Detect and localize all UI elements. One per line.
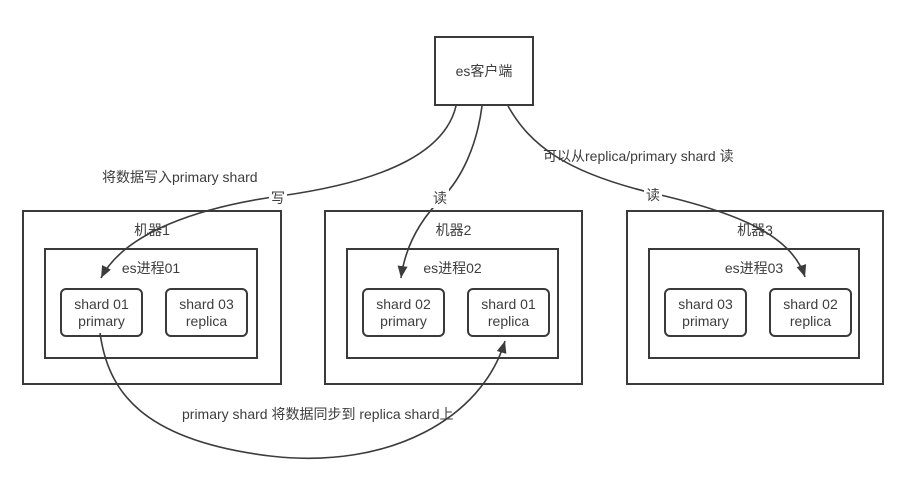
- machine-3-label: 机器3: [737, 222, 773, 238]
- shard-role: replica: [789, 312, 832, 329]
- shard-02-primary-box: shard 02 primary: [362, 288, 445, 337]
- shard-name: shard 01: [481, 295, 536, 312]
- shard-03-primary-box: shard 03 primary: [664, 288, 747, 337]
- shard-role: replica: [487, 312, 530, 329]
- machine-1-box: 机器1 es进程01 shard 01 primary shard 03 rep…: [22, 210, 282, 385]
- write-edge-label: 写: [269, 188, 287, 208]
- shard-02-replica-box: shard 02 replica: [769, 288, 852, 337]
- shard-role: primary: [78, 312, 125, 329]
- write-note: 将数据写入primary shard: [102, 169, 258, 185]
- machine-3-box: 机器3 es进程03 shard 03 primary shard 02 rep…: [626, 210, 884, 385]
- shard-01-primary-box: shard 01 primary: [60, 288, 143, 337]
- sync-note: primary shard 将数据同步到 replica shard上: [182, 406, 454, 422]
- machine-2-label: 机器2: [435, 222, 472, 238]
- shard-01-replica-box: shard 01 replica: [467, 288, 550, 337]
- shard-role: replica: [185, 312, 228, 329]
- shard-role: primary: [380, 312, 427, 329]
- es-client-label: es客户端: [455, 63, 513, 79]
- es-process-1-label: es进程01: [121, 260, 181, 276]
- es-process-2-label: es进程02: [423, 260, 482, 276]
- es-process-3-box: es进程03 shard 03 primary shard 02 replica: [648, 248, 860, 359]
- read-note: 可以从replica/primary shard 读: [543, 148, 734, 164]
- machine-1-label: 机器1: [134, 222, 170, 238]
- shard-name: shard 02: [376, 295, 431, 312]
- read-edge-label-1: 读: [431, 188, 449, 208]
- es-process-2-box: es进程02 shard 02 primary shard 01 replica: [346, 248, 559, 359]
- shard-role: primary: [682, 312, 729, 329]
- es-process-1-box: es进程01 shard 01 primary shard 03 replica: [44, 248, 258, 359]
- read-edge-label-2: 读: [644, 185, 662, 205]
- shard-03-replica-box: shard 03 replica: [165, 288, 248, 337]
- shard-name: shard 03: [678, 295, 733, 312]
- shard-name: shard 03: [179, 295, 234, 312]
- es-process-3-label: es进程03: [724, 260, 784, 276]
- es-client-node: es客户端: [434, 36, 534, 106]
- shard-name: shard 01: [74, 295, 129, 312]
- machine-2-box: 机器2 es进程02 shard 02 primary shard 01 rep…: [324, 210, 583, 385]
- shard-name: shard 02: [783, 295, 838, 312]
